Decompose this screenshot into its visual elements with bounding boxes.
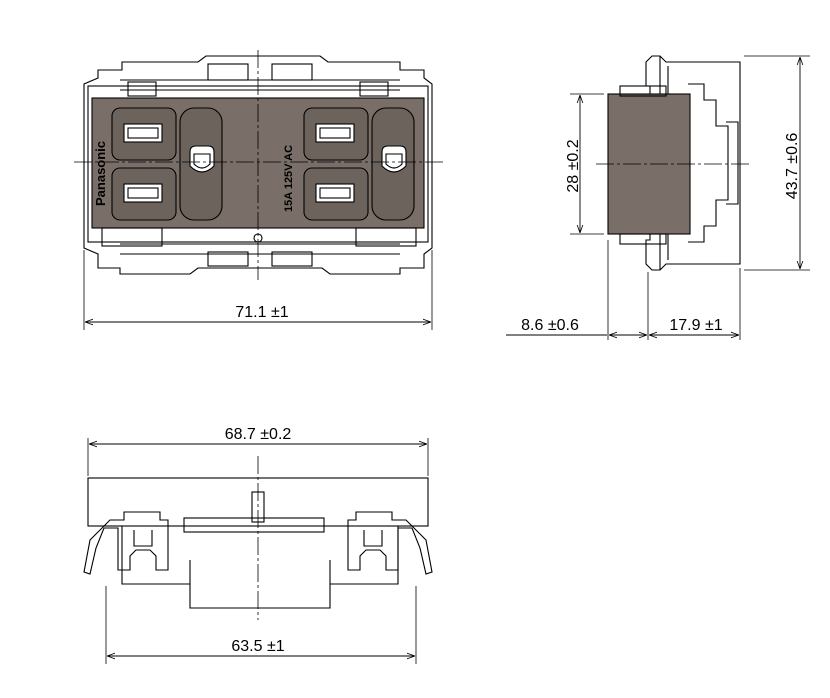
rating-label: 15A 125V AC (283, 145, 295, 212)
outlet-right (303, 107, 415, 221)
brand-label: Panasonic (93, 141, 108, 206)
front-view (74, 50, 444, 330)
outlet-left (111, 107, 223, 221)
side-body-depth-dim: 17.9 ±1 (669, 317, 722, 334)
side-plate-depth-dim: 8.6 ±0.6 (521, 317, 579, 334)
front-frame-outline (83, 55, 433, 275)
side-view (506, 55, 810, 340)
front-width-dim: 71.1 ±1 (235, 304, 288, 321)
bottom-top-width-dim: 68.7 ±0.2 (225, 426, 292, 443)
bottom-view (83, 438, 433, 664)
side-overall-height-dim: 43.7 ±0.6 (784, 133, 801, 200)
side-body-height-dim: 28 ±0.2 (565, 139, 582, 192)
bottom-width-dim: 63.5 ±1 (231, 638, 284, 655)
bottom-body-outline (121, 526, 399, 609)
